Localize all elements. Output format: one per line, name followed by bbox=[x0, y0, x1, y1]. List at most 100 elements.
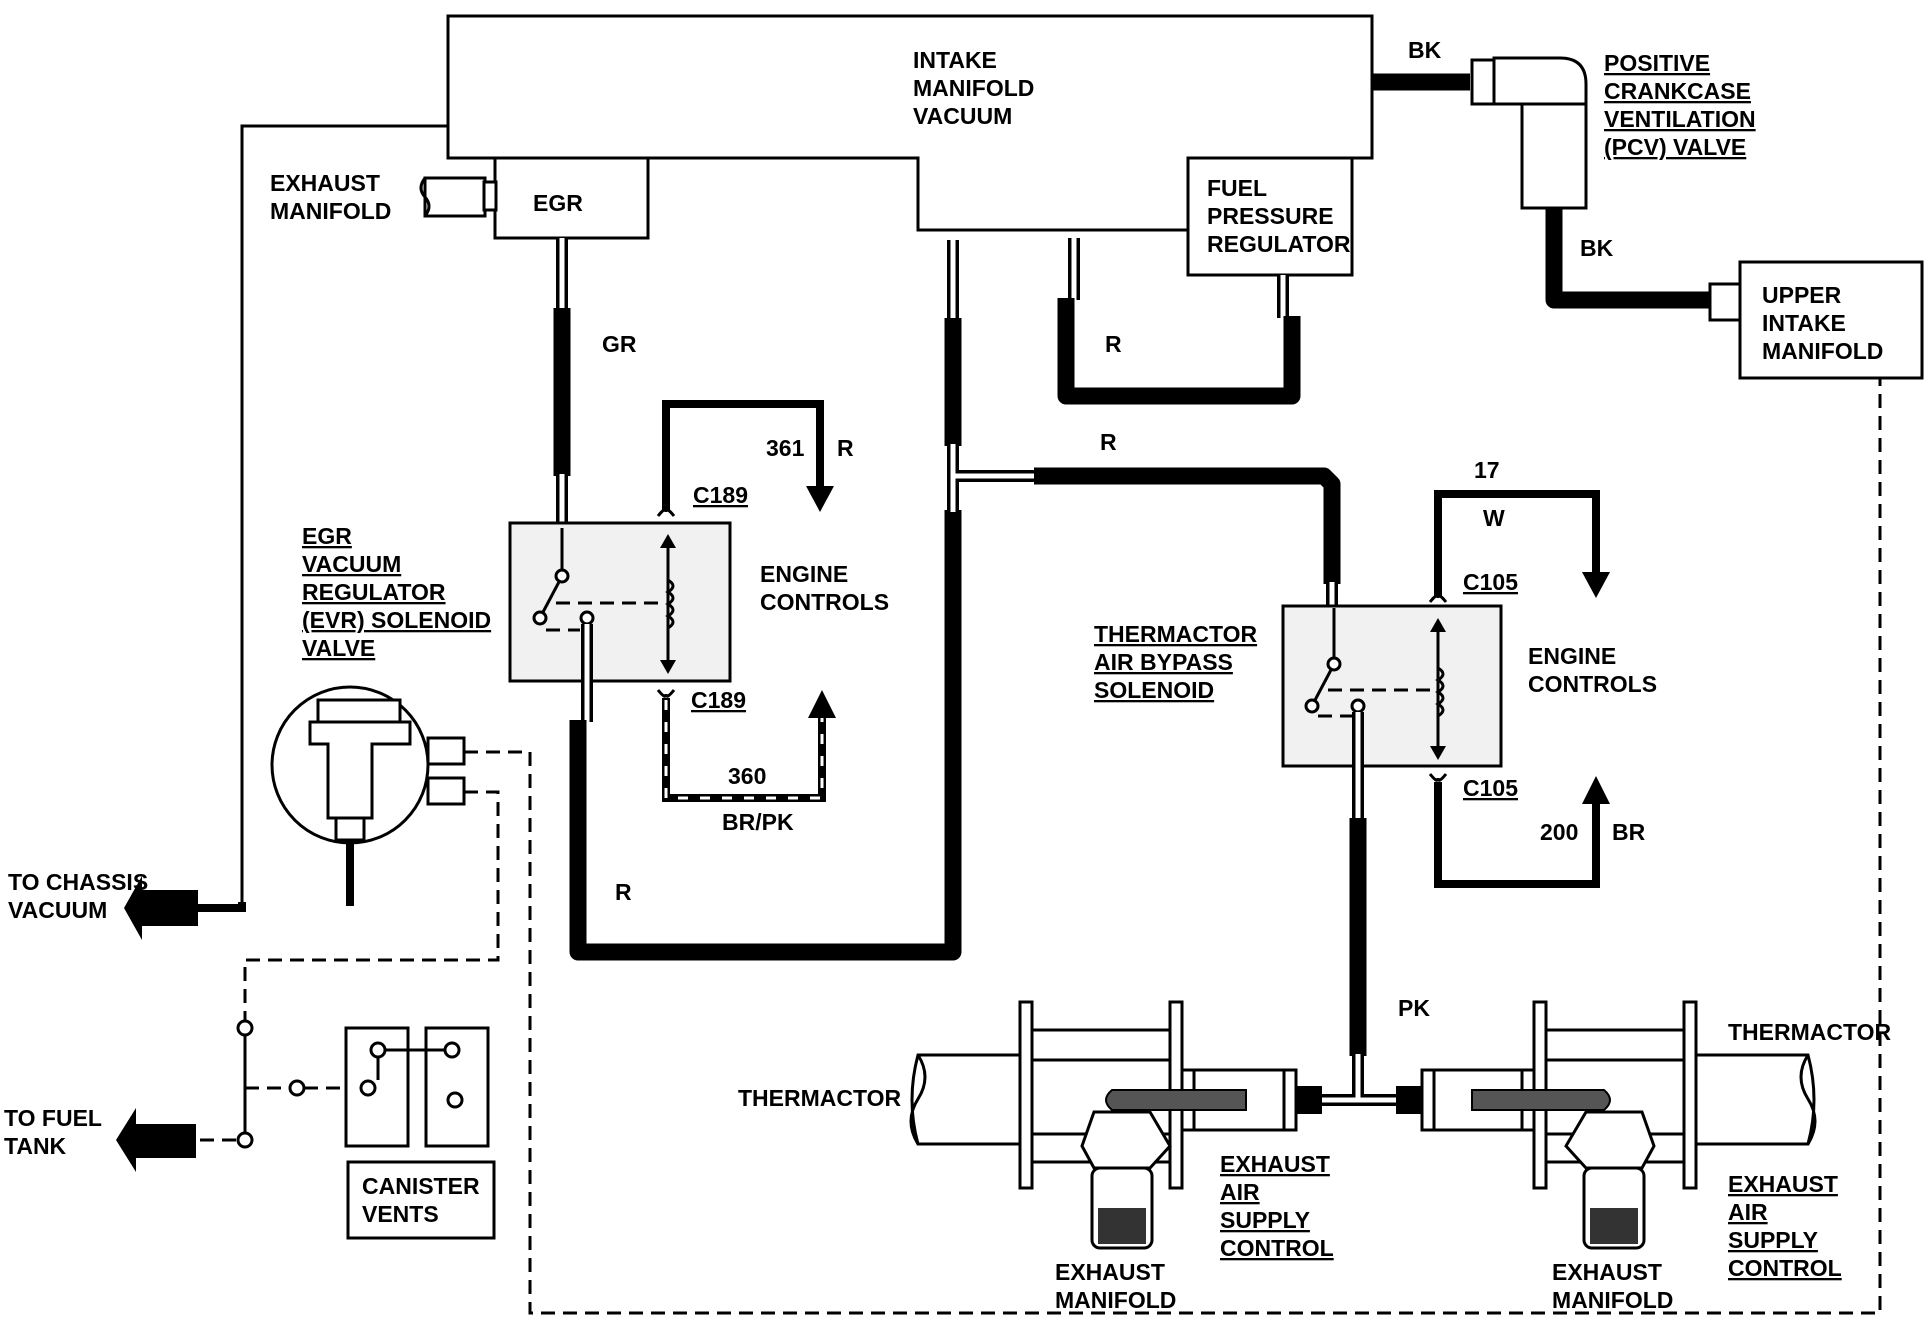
evr-switch-contact-b bbox=[579, 610, 595, 626]
easc-left-label-1: EXHAUST bbox=[1220, 1151, 1330, 1177]
c189-top-label: C189 bbox=[693, 482, 748, 508]
evr-label-3: REGULATOR bbox=[302, 579, 446, 605]
r-hose-to-thermactor-solenoid bbox=[1034, 467, 1341, 584]
thermactor-right-funnel bbox=[1564, 1110, 1656, 1170]
c189-top-connector bbox=[656, 508, 676, 517]
upper-intake-fitting bbox=[1708, 282, 1742, 322]
evr-coil-arrow-up bbox=[660, 534, 676, 548]
evr-port-lower bbox=[426, 776, 466, 806]
pcv-label-3: VENTILATION bbox=[1604, 106, 1756, 132]
easc-right-label-3: SUPPLY bbox=[1728, 1227, 1818, 1253]
wire-17-arrow bbox=[1582, 572, 1610, 598]
thermactor-left-flange-a bbox=[1018, 1000, 1034, 1190]
engine-controls-left-label-1: ENGINE bbox=[760, 561, 848, 587]
easc-right-label-1: EXHAUST bbox=[1728, 1171, 1838, 1197]
thermactor-right-filter-mesh bbox=[1590, 1208, 1638, 1244]
pcv-hose-color-bk-top: BK bbox=[1408, 37, 1442, 63]
to-fuel-tank-label-2: TANK bbox=[4, 1133, 67, 1159]
easc-left-label-2: AIR bbox=[1220, 1179, 1260, 1205]
tab-label-2: AIR BYPASS bbox=[1094, 649, 1233, 675]
upper-intake-label-1: UPPER bbox=[1762, 282, 1842, 308]
tab-switch-contact-b bbox=[1350, 698, 1366, 714]
c105-bottom-label: C105 bbox=[1463, 775, 1518, 801]
vent-node-2 bbox=[288, 1079, 306, 1097]
evr-switch-pivot bbox=[554, 568, 570, 584]
fpr-r-hose-loop bbox=[1057, 298, 1301, 405]
wire-200-arrow bbox=[1582, 776, 1610, 804]
to-fuel-tank-arrow bbox=[116, 1108, 196, 1172]
pcv-fitting bbox=[1470, 58, 1496, 106]
evr-port-upper bbox=[426, 736, 466, 766]
easc-right-label-4: CONTROL bbox=[1728, 1255, 1842, 1281]
upper-intake-label-3: MANIFOLD bbox=[1762, 338, 1883, 364]
canister-vents-label-1: CANISTER bbox=[362, 1173, 480, 1199]
intake-manifold-label-2: MANIFOLD bbox=[913, 75, 1034, 101]
thermactor-left-pipe-end bbox=[909, 1054, 927, 1145]
wire-360-stripe bbox=[664, 700, 824, 800]
chassis-vacuum-line bbox=[240, 124, 448, 905]
wire-360-color-label: BR/PK bbox=[722, 809, 794, 835]
exhaust-pipe-stub bbox=[423, 176, 487, 218]
thermactor-left-flapper bbox=[1105, 1089, 1247, 1111]
pk-connector-left bbox=[1296, 1086, 1322, 1114]
fpr-label-3: REGULATOR bbox=[1207, 231, 1351, 257]
wire-200-label: 200 bbox=[1540, 819, 1578, 845]
thermactor-left-label: THERMACTOR bbox=[738, 1085, 902, 1111]
egr-flange bbox=[482, 180, 498, 212]
evr-label-2: VACUUM bbox=[302, 551, 401, 577]
thermactor-right-pipe-end bbox=[1799, 1054, 1817, 1145]
pcv-hose-to-upper-intake bbox=[1545, 208, 1712, 309]
to-chassis-vacuum-label-1: TO CHASSIS bbox=[8, 869, 148, 895]
tab-switch-blade bbox=[1312, 667, 1334, 703]
wire-361 bbox=[662, 400, 824, 510]
wire-360-label: 360 bbox=[728, 763, 766, 789]
evr-coil-arrow-down bbox=[660, 660, 676, 674]
wire-361-label: 361 bbox=[766, 435, 805, 461]
evr-diaphragm-foot bbox=[334, 816, 366, 842]
pcv-label-1: POSITIVE bbox=[1604, 50, 1710, 76]
exhaust-manifold-left-label-1: EXHAUST bbox=[1055, 1259, 1165, 1285]
exhaust-manifold-top-label-2: MANIFOLD bbox=[270, 198, 391, 224]
egr-valve-label: EGR bbox=[533, 190, 583, 216]
evr-port-lower-line bbox=[243, 790, 500, 1024]
engine-controls-left-label-2: CONTROLS bbox=[760, 589, 889, 615]
thermactor-right-flange-b bbox=[1682, 1000, 1698, 1190]
thermactor-left-pipe bbox=[910, 1053, 1032, 1146]
r-hose-loop-lower bbox=[569, 510, 962, 961]
pcv-valve-body bbox=[1492, 56, 1588, 210]
pcv-label-4: (PCV) VALVE bbox=[1604, 134, 1746, 160]
evr-switch-blade bbox=[540, 579, 562, 615]
wire-361-color-label: R bbox=[837, 435, 854, 461]
wire-17 bbox=[1434, 490, 1600, 596]
upper-intake-label-2: INTAKE bbox=[1762, 310, 1846, 336]
tab-coil-arrow-up bbox=[1430, 618, 1446, 632]
easc-right-label-2: AIR bbox=[1728, 1199, 1768, 1225]
thermactor-left-filter-mesh bbox=[1098, 1208, 1146, 1244]
evr-label-4: (EVR) SOLENOID bbox=[302, 607, 491, 633]
pk-hose-tube-bottom-in bbox=[1314, 1054, 1404, 1103]
pk-hose-color-label: PK bbox=[1398, 995, 1430, 1021]
vent-node-3 bbox=[236, 1131, 254, 1149]
exhaust-manifold-right-label-1: EXHAUST bbox=[1552, 1259, 1662, 1285]
upper-intake-manifold-box bbox=[1738, 260, 1924, 380]
to-fuel-tank-label-1: TO FUEL bbox=[4, 1105, 102, 1131]
wire-361-arrow bbox=[806, 486, 834, 512]
wire-200-color-label: BR bbox=[1612, 819, 1646, 845]
fuel-pressure-regulator-box bbox=[1186, 156, 1354, 277]
evr-diaphragm-stem bbox=[308, 720, 412, 820]
tab-label-1: THERMACTOR bbox=[1094, 621, 1258, 647]
evr-label-5: VALVE bbox=[302, 635, 375, 661]
c189-bottom-label: C189 bbox=[691, 687, 746, 713]
wire-200 bbox=[1434, 782, 1600, 888]
thermactor-left-funnel bbox=[1080, 1110, 1172, 1170]
intake-t-tube-in bbox=[950, 444, 1036, 512]
intake-manifold-label-1: INTAKE bbox=[913, 47, 997, 73]
tab-coil-arrow-down bbox=[1430, 746, 1446, 760]
exhaust-manifold-left-label-2: MANIFOLD bbox=[1055, 1287, 1176, 1313]
thermactor-air-bypass-solenoid-box bbox=[1281, 604, 1503, 768]
vent-node-1 bbox=[236, 1019, 254, 1037]
r-hose-color-label-mid: R bbox=[1100, 429, 1117, 455]
r-hose-color-label-left: R bbox=[615, 879, 632, 905]
evr-label-1: EGR bbox=[302, 523, 352, 549]
